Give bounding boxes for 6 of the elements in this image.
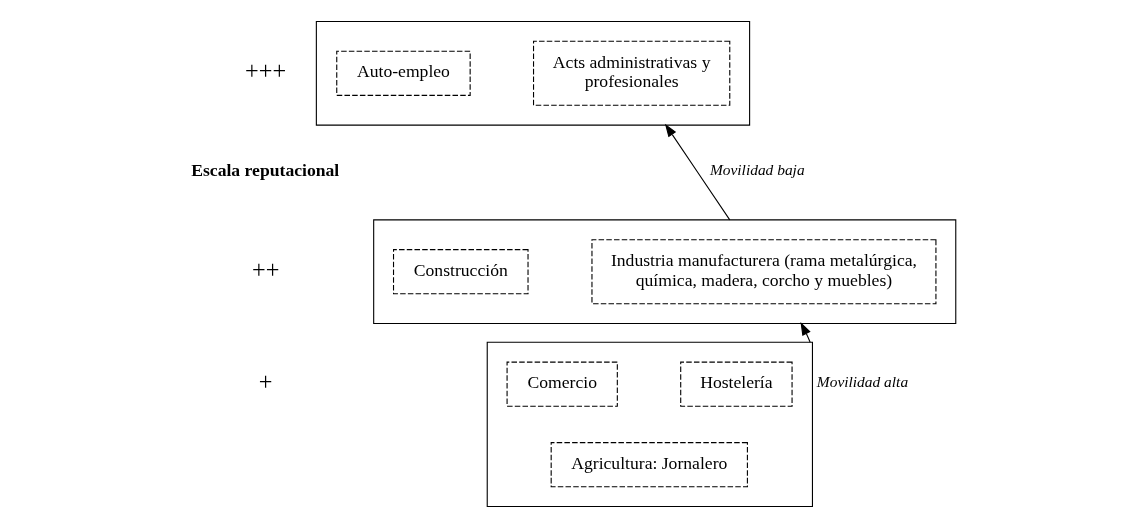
label: Escala reputacional — [190, 159, 339, 180]
edge-label: Movilidad baja — [709, 161, 805, 179]
edge-label: Movilidad alta — [816, 373, 908, 391]
label: ++ — [251, 255, 279, 283]
label: + — [258, 368, 272, 396]
label: +++ — [244, 57, 286, 85]
